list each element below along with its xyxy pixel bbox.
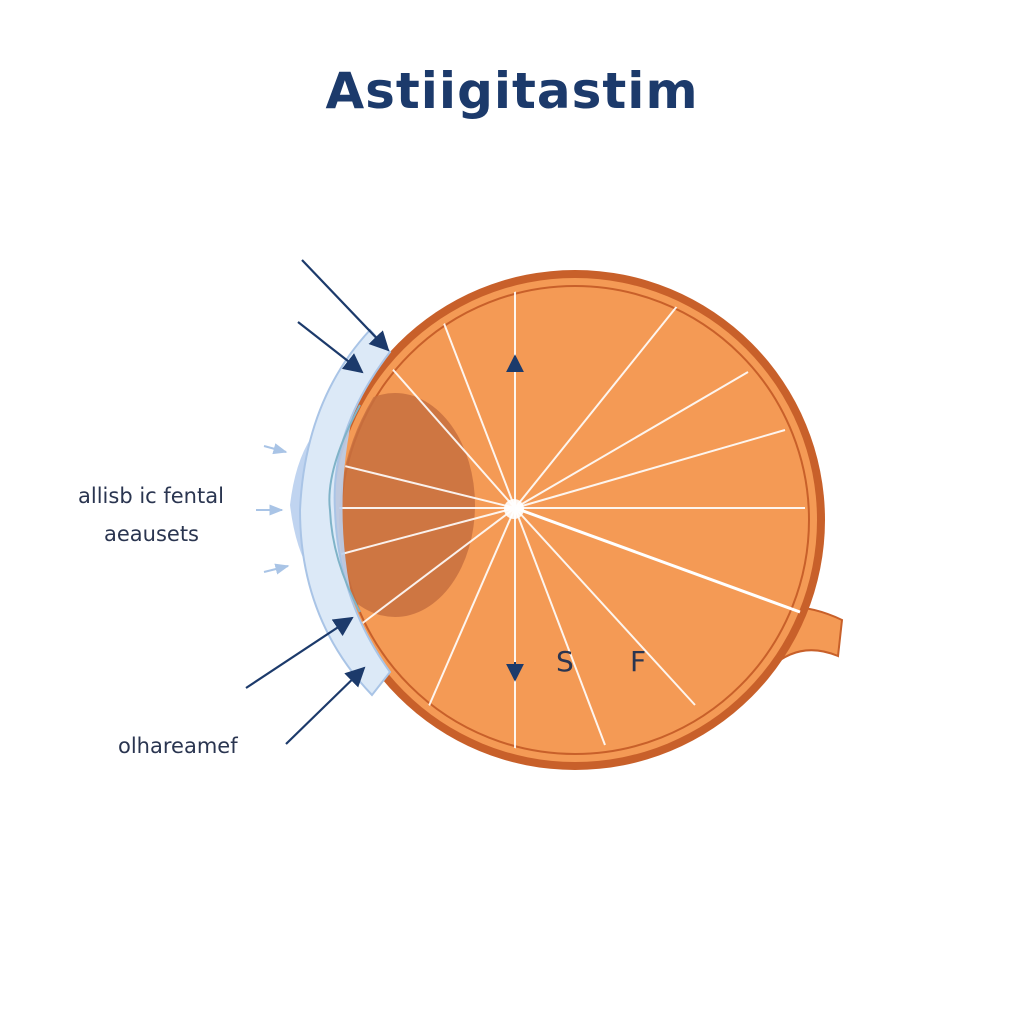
light-ray (514, 507, 696, 706)
light-ray (339, 507, 516, 566)
light-ray (514, 506, 801, 614)
incoming-ray-arrows (256, 443, 290, 575)
iris-shadow (339, 393, 475, 617)
cornea (298, 328, 392, 697)
bottom-label: olhareamef (118, 734, 238, 758)
focal-point (504, 499, 524, 519)
arrow-icon (245, 616, 354, 689)
light-ray (379, 354, 516, 509)
light-ray (514, 371, 749, 509)
arrow-icon (297, 321, 364, 374)
arrow-icon (285, 666, 366, 745)
left-label-line2: aeausets (104, 522, 200, 546)
focal-letter-f: F (630, 645, 646, 678)
light-ray (514, 429, 786, 509)
light-ray (434, 299, 516, 509)
cornea-inner-edge (328, 404, 361, 613)
arrow-icon (263, 563, 290, 575)
page-title: Astiigitastim (325, 62, 699, 120)
left-label-line1: allisb ic fental (78, 484, 224, 508)
pointer-arrows (245, 259, 390, 745)
focal-letter-s: S (556, 645, 574, 678)
arrow-icon (263, 443, 288, 455)
light-ray (359, 507, 516, 626)
light-ray (514, 304, 679, 509)
light-ray (339, 454, 516, 509)
arrow-icon (301, 259, 390, 352)
eyeball-interior (333, 278, 817, 762)
light-ray (514, 507, 606, 746)
light-ray (424, 507, 516, 716)
